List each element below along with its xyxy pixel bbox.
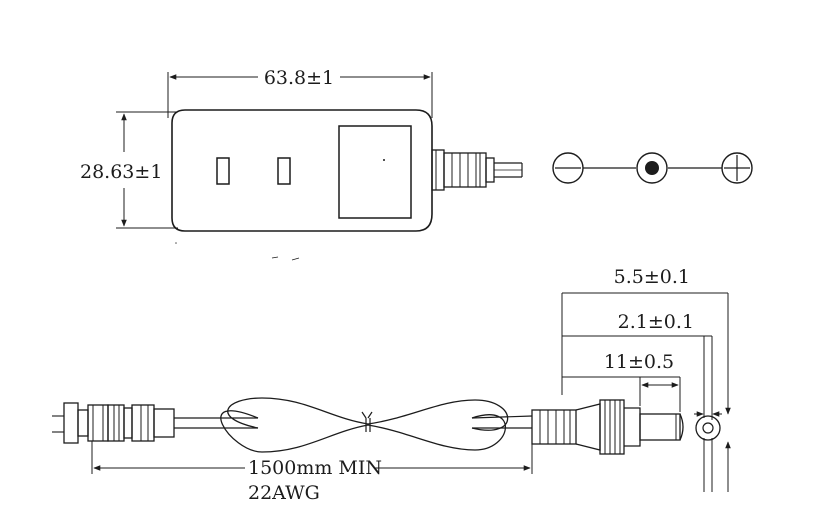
cable [174, 397, 533, 453]
polarity-symbol [552, 152, 753, 184]
cable-stub [494, 162, 523, 178]
input-connector [52, 402, 175, 444]
width-dimension-label: 63.8±1 [264, 67, 334, 89]
adapter-body [171, 109, 433, 232]
wire-gauge-label: 22AWG [248, 482, 320, 504]
outer-diameter-dimension: 5.5±0.1 [561, 266, 731, 492]
minus-icon [552, 152, 584, 184]
height-dimension: 28.63±1 [80, 111, 178, 229]
cable-length-label: 1500mm MIN [248, 457, 382, 479]
width-dimension: 63.8±1 [167, 67, 433, 118]
strain-relief [431, 149, 495, 191]
cable-length-dimension: 1500mm MIN 22AWG [91, 441, 533, 504]
center-positive-icon [636, 152, 668, 184]
inner-diameter-dimension: 2.1±0.1 [562, 311, 722, 492]
plug-end-view [695, 415, 721, 441]
plug-length-label: 11±0.5 [604, 351, 674, 373]
prong-left [216, 157, 230, 185]
cable-side-view: 5.5±0.1 2.1±0.1 11±0.5 1500mm [52, 266, 731, 504]
plug-length-dimension: 11±0.5 [562, 351, 681, 412]
adapter-top-view: 63.8±1 28.63±1 [80, 67, 523, 261]
height-dimension-label: 28.63±1 [80, 161, 162, 183]
plus-icon [721, 152, 753, 184]
dc-plug [531, 399, 684, 455]
inner-diameter-label: 2.1±0.1 [618, 311, 694, 333]
label-panel [338, 125, 412, 219]
prong-right [277, 157, 291, 185]
outer-diameter-label: 5.5±0.1 [614, 266, 690, 288]
